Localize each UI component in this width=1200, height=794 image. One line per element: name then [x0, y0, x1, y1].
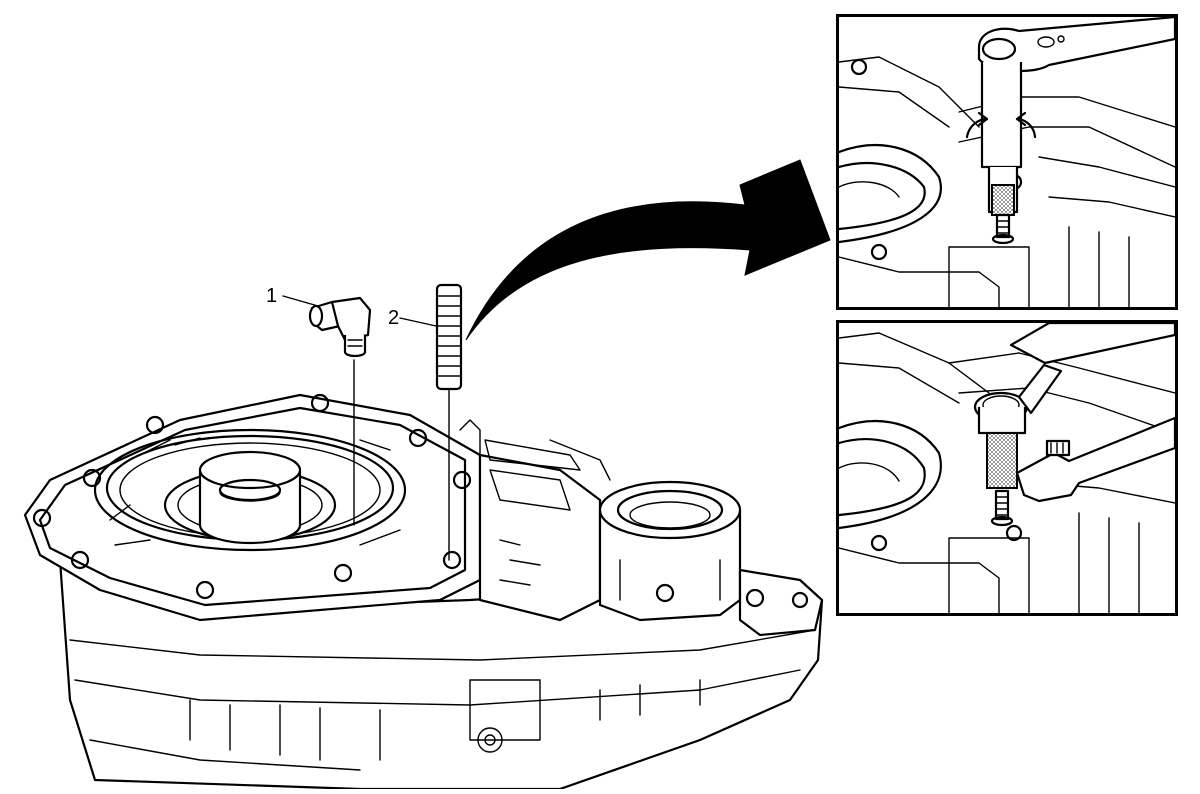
item-2-stud	[399, 283, 463, 561]
detail-view-2	[836, 320, 1178, 616]
callout-2: 2	[388, 307, 400, 329]
detail-view-2-drawing	[837, 321, 1177, 614]
detail-view-1-drawing	[837, 15, 1177, 308]
callout-1: 1	[266, 285, 278, 307]
transfer-case-housing	[23, 393, 824, 791]
detail-view-1	[836, 14, 1178, 310]
reference-arrow	[465, 159, 831, 341]
item-1-sensor	[282, 295, 372, 526]
